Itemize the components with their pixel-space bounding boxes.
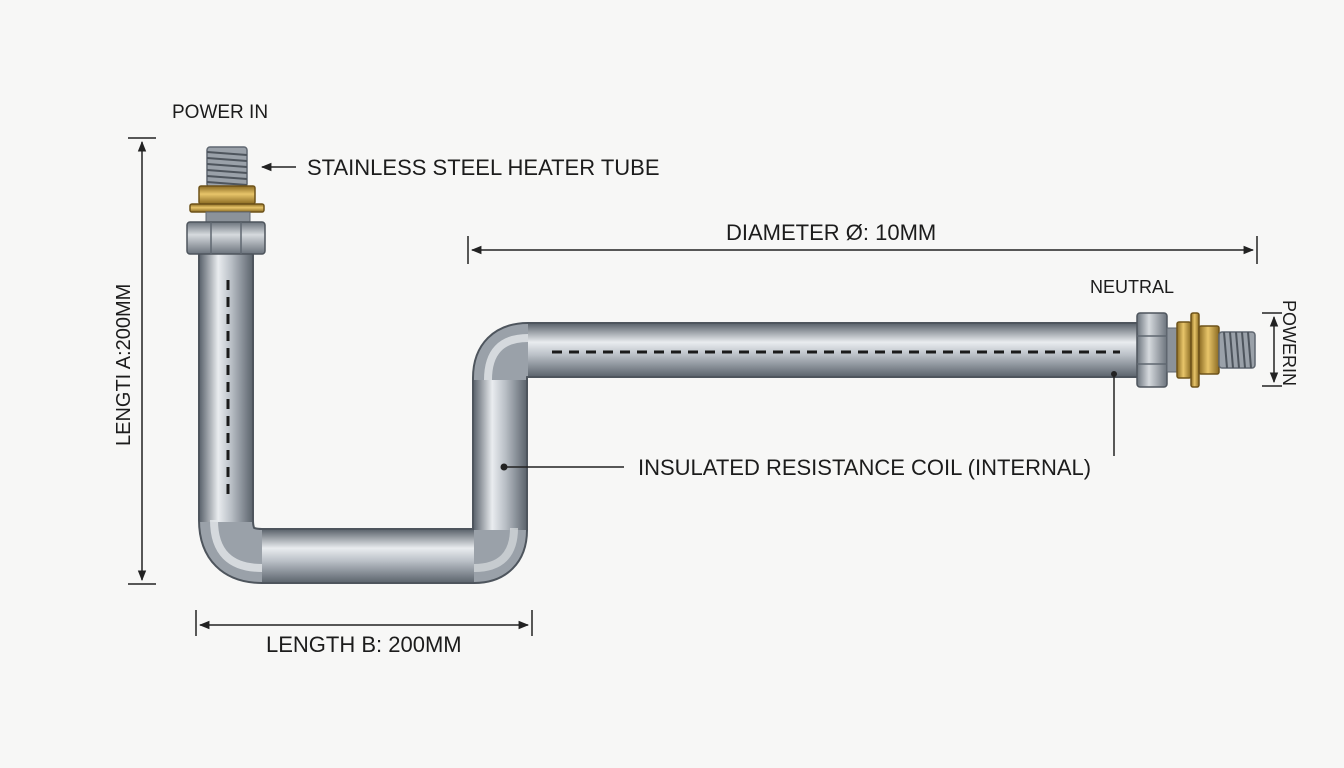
- right-terminal-fitting: [1136, 312, 1256, 388]
- label-diameter: DIAMETER Ø: 10MM: [726, 220, 936, 245]
- tube-bottom: [262, 530, 474, 582]
- right-brass-washer: [1190, 312, 1200, 388]
- label-power-in-top: POWER IN: [172, 102, 268, 123]
- label-power-in-right: POWERIN: [1279, 300, 1299, 386]
- dimension-lines: [128, 137, 1282, 636]
- tube-vertical-left: [200, 250, 252, 522]
- label-neutral: NEUTRAL: [1090, 277, 1174, 297]
- top-terminal-fitting: [186, 146, 266, 255]
- heater-tube: [198, 250, 1140, 584]
- label-length-a: LENGTI A:200MM: [113, 284, 135, 446]
- label-stainless-steel-tube: STAINLESS STEEL HEATER TUBE: [307, 155, 660, 180]
- top-brass-washer: [189, 203, 265, 213]
- tube-vertical-middle: [474, 380, 526, 530]
- label-length-b: LENGTH B: 200MM: [266, 632, 462, 657]
- coil-leader-dot: [500, 463, 508, 471]
- top-brass-nut: [198, 185, 256, 205]
- top-hex-nut: [186, 221, 266, 255]
- neutral-leader-dot: [1111, 371, 1117, 377]
- right-hex-nut: [1136, 312, 1168, 388]
- tube-top-right: [528, 324, 1140, 376]
- right-brass-nut: [1176, 321, 1192, 379]
- label-resistance-coil: INSULATED RESISTANCE COIL (INTERNAL): [638, 455, 1091, 480]
